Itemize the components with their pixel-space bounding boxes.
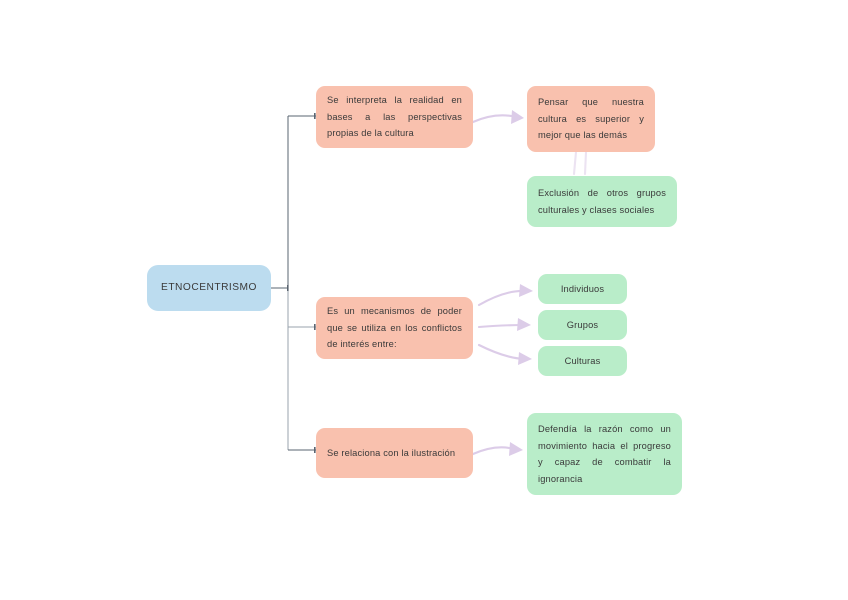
root-node-etnocentrismo[interactable]: ETNOCENTRISMO (147, 265, 271, 311)
root-node-label: ETNOCENTRISMO (161, 281, 257, 293)
branch-1-consequence-label: Pensar que nuestra cultura es superior y… (538, 97, 644, 141)
arrow-b1-consequence-to-outcome-left (572, 150, 578, 176)
branch-1-premise-label: Se interpreta la realidad en bases a las… (327, 95, 462, 139)
branch-1-outcome-node[interactable]: Exclusión de otros grupos culturales y c… (527, 176, 677, 227)
branch-2-item-individuos[interactable]: Individuos (538, 274, 627, 304)
arrow-b1-consequence-to-outcome-right (583, 150, 588, 176)
branch-2-item-grupos-label: Grupos (566, 319, 599, 330)
branch-3-premise-label: Se relaciona con la ilustración (327, 447, 456, 458)
arrow-head-b2-2 (517, 318, 531, 331)
tick-root-stem (287, 285, 289, 291)
branch-2-item-grupos[interactable]: Grupos (538, 310, 627, 340)
arrow-b2-to-item-1 (477, 289, 527, 307)
branch-3-premise-node[interactable]: Se relaciona con la ilustración (316, 428, 473, 478)
branch-2-premise-label: Es un mecanismos de poder que se utiliza… (327, 306, 462, 350)
branch-2-item-individuos-label: Individuos (560, 283, 605, 294)
arrow-b2-to-item-3 (477, 343, 526, 361)
arrow-b1-premise-to-consequence (471, 114, 518, 124)
branch-2-item-culturas-label: Culturas (564, 355, 601, 366)
arrow-b3-premise-to-consequence (471, 446, 516, 456)
branch-1-outcome-label: Exclusión de otros grupos culturales y c… (538, 188, 666, 215)
branch-3-consequence-label: Defendía la razón como un movimiento hac… (538, 424, 671, 484)
arrow-b2-to-item-2 (477, 323, 524, 329)
arrow-head-b1 (511, 110, 524, 124)
arrow-head-b2-3 (518, 352, 532, 365)
branch-2-premise-node[interactable]: Es un mecanismos de poder que se utiliza… (316, 297, 473, 359)
branch-1-premise-node[interactable]: Se interpreta la realidad en bases a las… (316, 86, 473, 148)
branch-1-consequence-node[interactable]: Pensar que nuestra cultura es superior y… (527, 86, 655, 152)
branch-3-consequence-node[interactable]: Defendía la razón como un movimiento hac… (527, 413, 682, 495)
arrow-head-b3 (509, 442, 523, 456)
arrow-head-b2-1 (519, 284, 533, 297)
branch-2-item-culturas[interactable]: Culturas (538, 346, 627, 376)
